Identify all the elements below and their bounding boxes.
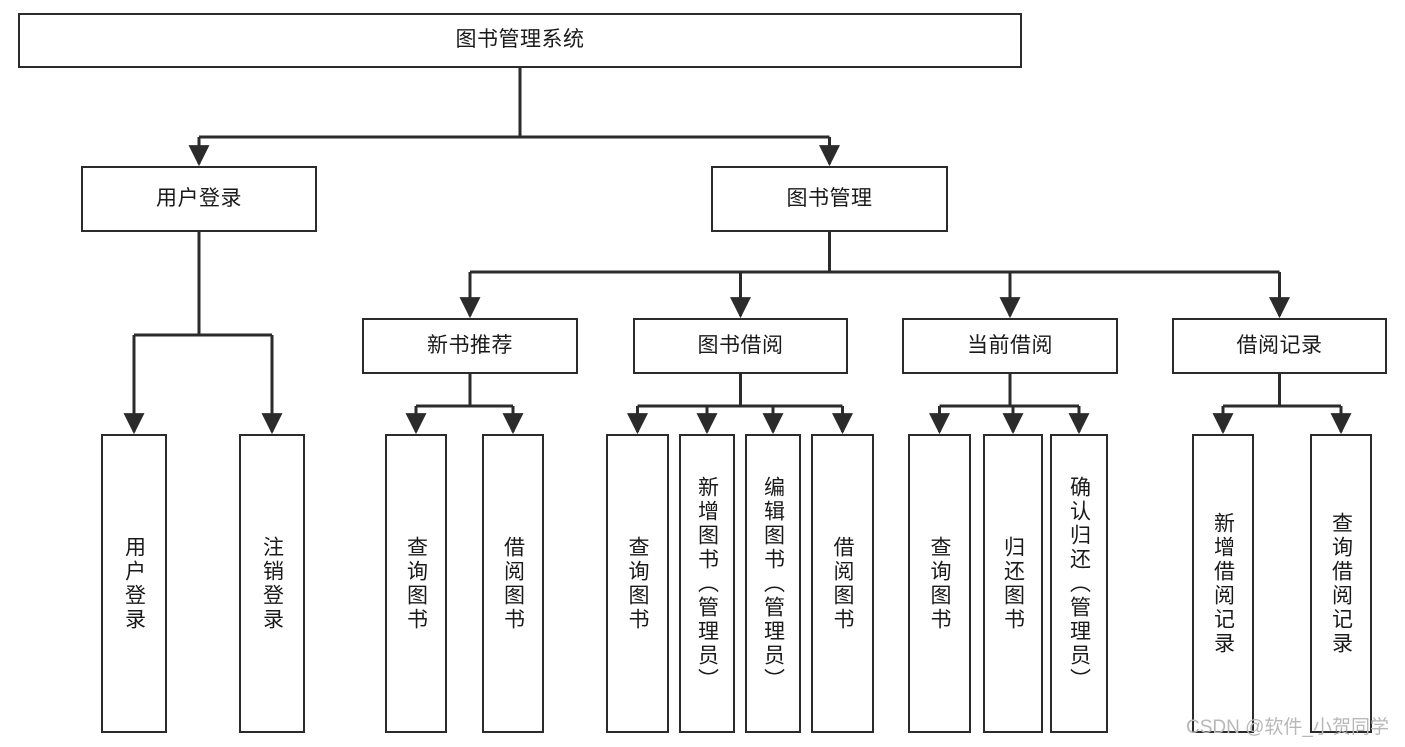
node-confirm-return[interactable]: 确认归还（管理员） <box>1050 434 1108 733</box>
node-user-login-do[interactable]: 用户登录 <box>101 434 167 733</box>
node-current-borrow[interactable]: 当前借阅 <box>902 318 1118 374</box>
node-label-add-book: 新增图书（管理员） <box>695 475 719 692</box>
node-label-user-logout-do: 注销登录 <box>260 535 284 632</box>
node-label-query-borrow-record: 查询借阅记录 <box>1329 511 1353 656</box>
node-borrow-book-1[interactable]: 借阅图书 <box>482 434 544 733</box>
watermark: CSDN @软件_小贺同学 <box>1186 717 1389 738</box>
node-query-book-3[interactable]: 查询图书 <box>908 434 971 733</box>
node-add-book[interactable]: 新增图书（管理员） <box>679 434 735 733</box>
node-label-user-login: 用户登录 <box>156 186 242 210</box>
node-label-current-borrow: 当前借阅 <box>967 333 1053 357</box>
node-label-new-book-recommend: 新书推荐 <box>427 333 513 357</box>
node-query-borrow-record[interactable]: 查询借阅记录 <box>1310 434 1372 733</box>
node-label-query-book-3: 查询图书 <box>928 535 951 632</box>
node-label-query-book-1: 查询图书 <box>404 535 428 632</box>
node-label-borrow-record: 借阅记录 <box>1236 333 1323 357</box>
node-new-book-recommend[interactable]: 新书推荐 <box>362 318 578 374</box>
node-book-borrow[interactable]: 图书借阅 <box>633 318 848 374</box>
node-label-user-login-do: 用户登录 <box>122 535 146 632</box>
node-label-borrow-book-2: 借阅图书 <box>831 535 854 632</box>
node-label-edit-book: 编辑图书（管理员） <box>761 475 785 692</box>
node-borrow-book-2[interactable]: 借阅图书 <box>811 434 874 733</box>
node-user-login[interactable]: 用户登录 <box>81 166 317 232</box>
node-label-query-book-2: 查询图书 <box>626 535 649 632</box>
node-label-book-borrow: 图书借阅 <box>697 333 784 357</box>
node-label-return-book: 归还图书 <box>1001 535 1025 632</box>
node-label-root: 图书管理系统 <box>455 28 585 52</box>
node-label-borrow-book-1: 借阅图书 <box>501 535 525 632</box>
node-book-manage[interactable]: 图书管理 <box>711 166 948 232</box>
node-return-book[interactable]: 归还图书 <box>983 434 1043 733</box>
node-add-borrow-record[interactable]: 新增借阅记录 <box>1192 434 1254 733</box>
node-query-book-1[interactable]: 查询图书 <box>385 434 447 733</box>
node-label-add-borrow-record: 新增借阅记录 <box>1211 511 1235 656</box>
node-borrow-record[interactable]: 借阅记录 <box>1172 318 1387 374</box>
node-label-confirm-return: 确认归还（管理员） <box>1067 475 1091 692</box>
node-label-book-manage: 图书管理 <box>786 186 873 210</box>
node-root[interactable]: 图书管理系统 <box>18 13 1022 68</box>
node-query-book-2[interactable]: 查询图书 <box>606 434 669 733</box>
node-user-logout-do[interactable]: 注销登录 <box>239 434 305 733</box>
node-edit-book[interactable]: 编辑图书（管理员） <box>745 434 801 733</box>
